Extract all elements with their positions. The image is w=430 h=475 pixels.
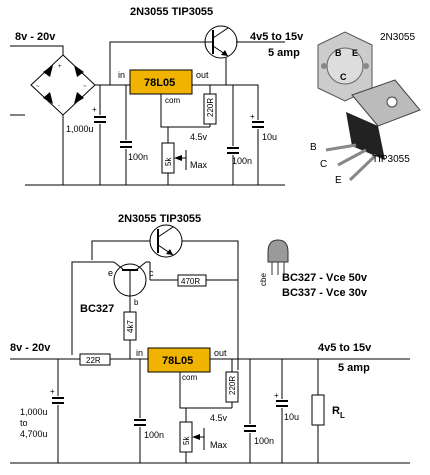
svg-text:out: out (214, 348, 227, 358)
svg-text:~: ~ (83, 84, 87, 90)
bottom-resistor-220r: 220R (225, 359, 239, 408)
tip3055-package: B C E TIP3055 (310, 79, 421, 186)
top-resistor-220r: 220R (203, 85, 217, 127)
svg-text:Max: Max (190, 160, 208, 170)
resistor-22r: 22R (79, 353, 111, 366)
top-regulator: 78L05 in out com (118, 69, 210, 128)
svg-text:out: out (196, 70, 209, 80)
svg-text:in: in (118, 70, 125, 80)
svg-text:10u: 10u (262, 132, 277, 142)
svg-text:100n: 100n (232, 156, 252, 166)
bottom-power-transistor (91, 224, 239, 370)
svg-text:100n: 100n (144, 430, 164, 440)
top-cap-1000u: + 1,000u (66, 85, 106, 185)
bottom-output-label: 4v5 to 15v (318, 342, 372, 354)
bottom-pot-5k: 5k 4.5v Max (179, 408, 228, 463)
top-cap-100n-a: 100n (120, 85, 148, 185)
svg-text:BC327: BC327 (80, 303, 114, 315)
top-collector-feed (109, 41, 205, 85)
bottom-circuit: 2N3055 TIP3055 e c b BC327 (10, 213, 410, 464)
top-power-transistor (204, 25, 238, 59)
bottom-input-label: 8v - 20v (10, 342, 51, 354)
svg-text:+: + (50, 387, 55, 396)
svg-text:2N3055: 2N3055 (380, 32, 415, 43)
svg-text:100n: 100n (254, 436, 274, 446)
to3-package: B E C 2N3055 (317, 31, 415, 102)
svg-text:c: c (149, 268, 154, 278)
svg-text:Max: Max (210, 440, 228, 450)
bottom-output-current: 5 amp (338, 362, 370, 374)
svg-text:10u: 10u (284, 412, 299, 422)
svg-text:E: E (352, 48, 358, 58)
top-transistor-title: 2N3055 TIP3055 (130, 6, 213, 18)
svg-text:B: B (310, 142, 317, 153)
svg-text:+: + (58, 64, 62, 70)
svg-text:4,700u: 4,700u (20, 429, 48, 439)
top-circuit: 8v - 20v 2N3055 TIP3055 4v5 to 15v 5 amp… (10, 6, 304, 186)
top-cap-10u: + 10u (250, 112, 277, 185)
svg-text:R: R (332, 405, 340, 417)
bottom-cap-100n-a: 100n (134, 359, 164, 463)
svg-text:C: C (320, 159, 327, 170)
bottom-regulator: 78L05 in out com (136, 347, 232, 409)
svg-text:L: L (340, 411, 345, 420)
svg-text:100n: 100n (128, 152, 148, 162)
bridge-rectifier: + - ~ ~ (30, 54, 96, 116)
svg-text:+: + (250, 112, 255, 121)
top-reg-out-line (192, 84, 259, 120)
svg-text:1,000u: 1,000u (66, 124, 94, 134)
bc-transistor-package-icon: cbe (259, 239, 289, 286)
svg-text:78L05: 78L05 (144, 77, 175, 89)
load-resistor: R L (311, 359, 345, 463)
svg-text:5k: 5k (164, 157, 173, 166)
bc327-spec: BC327 - Vce 50v (282, 272, 368, 284)
bottom-transistor-title: 2N3055 TIP3055 (118, 213, 201, 225)
svg-text:to: to (20, 418, 28, 428)
svg-text:~: ~ (36, 84, 40, 90)
svg-text:220R: 220R (228, 376, 237, 395)
svg-text:B: B (335, 48, 342, 58)
top-input-wire-pos (10, 45, 64, 55)
bottom-cap-10u: + 10u (274, 359, 299, 463)
svg-text:E: E (335, 175, 342, 186)
svg-text:22R: 22R (86, 356, 101, 365)
svg-text:cbe: cbe (259, 273, 268, 286)
resistor-4k7: 4k7 (123, 296, 137, 359)
svg-text:in: in (136, 348, 143, 358)
svg-text:com: com (165, 96, 180, 105)
top-input-label: 8v - 20v (15, 31, 56, 43)
package-illustrations: B E C 2N3055 B C E TIP3055 (310, 31, 421, 186)
top-cap-100n-b: 100n (227, 85, 252, 185)
bc337-spec: BC337 - Vce 30v (282, 287, 368, 299)
top-pot-5k: 5k 4.5v Max (161, 127, 208, 185)
svg-text:+: + (92, 105, 97, 114)
svg-text:220R: 220R (206, 98, 215, 117)
svg-text:-: - (58, 103, 60, 109)
top-output-label: 4v5 to 15v (250, 31, 304, 43)
svg-text:C: C (340, 72, 347, 82)
svg-text:b: b (134, 298, 139, 307)
svg-text:78L05: 78L05 (162, 355, 193, 367)
bottom-cap-100n-b: 100n (244, 359, 274, 463)
top-output-current: 5 amp (268, 47, 300, 59)
svg-text:1,000u: 1,000u (20, 407, 48, 417)
svg-text:4k7: 4k7 (126, 320, 135, 333)
bc327-transistor: e c b BC327 (71, 261, 154, 355)
svg-text:TIP3055: TIP3055 (372, 154, 410, 165)
svg-text:4.5v: 4.5v (210, 413, 228, 423)
svg-text:5k: 5k (182, 436, 191, 445)
svg-text:+: + (274, 391, 279, 400)
svg-text:470R: 470R (181, 277, 200, 286)
svg-text:e: e (108, 268, 113, 278)
bottom-cap-input: + 1,000u to 4,700u (20, 359, 64, 463)
svg-text:com: com (182, 373, 197, 382)
svg-text:4.5v: 4.5v (190, 132, 208, 142)
resistor-470r: 470R (149, 262, 238, 287)
